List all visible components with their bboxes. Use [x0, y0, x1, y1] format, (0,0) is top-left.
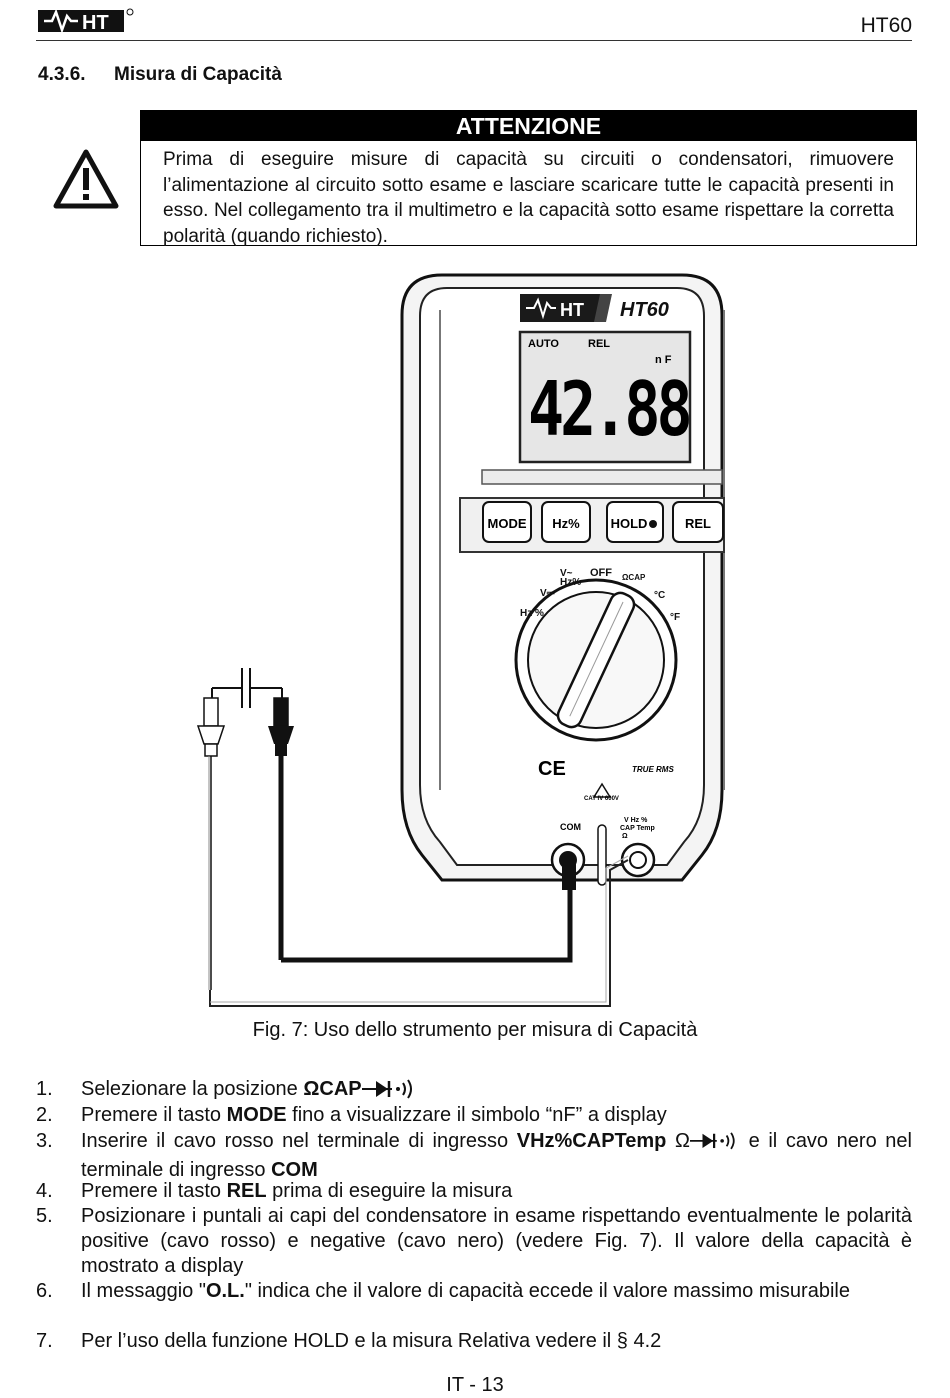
true-rms-label: TRUE RMS	[632, 765, 674, 774]
mode-button[interactable]: MODE	[482, 501, 532, 543]
step-text: fino a visualizzare il simbolo “nF” a di…	[286, 1104, 667, 1126]
step-6: 6. Il messaggio "O.L." indica che il val…	[36, 1279, 912, 1304]
step-bold: REL	[226, 1180, 267, 1202]
svg-text:Hz%: Hz%	[552, 516, 580, 531]
dial-off: OFF	[590, 567, 612, 579]
v-terminal[interactable]	[620, 842, 656, 878]
red-probe	[196, 697, 629, 1007]
terminal-v-line2: CAP Temp	[620, 825, 655, 832]
section-title: Misura di Capacità	[114, 64, 282, 85]
diode-buzzer-icon	[689, 1129, 740, 1158]
step-text: Il messaggio "	[81, 1280, 206, 1302]
step-5: 5. Posizionare i puntali ai capi del con…	[36, 1204, 912, 1279]
warning-box: ATTENZIONE Prima di eseguire misure di c…	[140, 110, 917, 247]
meter-brand: HT	[560, 300, 584, 320]
diode-buzzer-icon	[361, 1077, 418, 1106]
step-text: Premere il tasto	[81, 1104, 227, 1126]
step-bold: ΩCAP	[303, 1078, 362, 1100]
dial-hz-top: Hz%	[560, 577, 581, 588]
ce-mark: CE	[538, 758, 566, 780]
figure-caption: Fig. 7: Uso dello strumento per misura d…	[252, 1019, 698, 1041]
step-text: e il cavo nero nel terminale di ingresso	[81, 1130, 912, 1181]
dial-ohm-cap: ΩCAP	[622, 573, 646, 582]
multimeter-figure: HT HT60 AUTO REL n F 42.88 MODE Hz% HOLD…	[150, 270, 770, 1015]
lcd-unit: n F	[655, 354, 672, 366]
step-bold: VHz%CAPTemp	[516, 1130, 667, 1152]
dial-labels: OFF V~ Hz% V⎓ Hz % ΩCAP °C °F	[520, 567, 680, 623]
step-text: Selezionare la posizione	[81, 1078, 304, 1100]
step-bold: MODE	[226, 1104, 287, 1126]
step-number: 6.	[36, 1280, 53, 1302]
rotary-switch[interactable]	[514, 578, 678, 742]
lcd-value: 42.88	[528, 367, 689, 454]
step-bold: COM	[271, 1159, 318, 1181]
dial-v-ac: V~	[560, 568, 573, 579]
terminal-v-line1: V Hz %	[624, 817, 648, 824]
step-number: 4.	[36, 1180, 53, 1202]
dial-hz-left: Hz %	[520, 608, 544, 619]
step-text: Premere il tasto	[81, 1180, 227, 1202]
hold-button[interactable]: HOLD	[606, 501, 664, 543]
step-text: prima di eseguire la misura	[266, 1180, 513, 1202]
svg-text:MODE: MODE	[488, 516, 527, 531]
black-probe	[268, 697, 576, 963]
step-number: 5.	[36, 1205, 53, 1227]
center-slot	[597, 824, 607, 886]
lcd-display: AUTO REL n F 42.88	[481, 330, 723, 485]
cat-warning-icon	[592, 782, 612, 798]
lcd-rel: REL	[588, 338, 610, 350]
meter-model: HT60	[620, 299, 669, 321]
step-text: Posizionare i puntali ai capi del conden…	[81, 1205, 912, 1277]
step-7: 7. Per l’uso della funzione HOLD e la mi…	[36, 1329, 912, 1354]
logo-text: HT	[82, 12, 109, 34]
terminal-v-line3: Ω	[622, 833, 628, 840]
step-1: 1. Selezionare la posizione ΩCAP	[36, 1077, 912, 1106]
header-divider	[36, 40, 912, 41]
warning-triangle-icon	[52, 148, 120, 215]
warning-text: Prima di eseguire misure di capacità su …	[163, 149, 894, 247]
step-number: 1.	[36, 1078, 53, 1100]
svg-text:REL: REL	[685, 516, 711, 531]
capacitor-symbol	[211, 668, 283, 708]
hz-percent-button[interactable]: Hz%	[541, 501, 591, 543]
step-bold: O.L.	[205, 1280, 245, 1302]
step-symbol: Ω	[675, 1130, 690, 1152]
terminal-com-label: COM	[560, 822, 581, 832]
step-2: 2. Premere il tasto MODE fino a visualiz…	[36, 1103, 912, 1128]
step-text: Per l’uso della funzione HOLD e la misur…	[81, 1330, 662, 1352]
svg-text:HOLD: HOLD	[611, 516, 648, 531]
step-number: 3.	[36, 1130, 53, 1152]
page-number: IT - 13	[446, 1374, 504, 1396]
logo: HT	[38, 4, 138, 41]
step-4: 4. Premere il tasto REL prima di eseguir…	[36, 1179, 912, 1204]
doc-code: HT60	[860, 14, 912, 37]
step-3: 3. Inserire il cavo rosso nel terminale …	[36, 1129, 912, 1183]
meter-logo-strip: HT HT60	[520, 294, 669, 322]
dial-v-dc: V⎓	[540, 588, 555, 599]
button-bar: MODE Hz% HOLD REL	[459, 497, 725, 553]
section-number: 4.3.6.	[38, 64, 86, 85]
cat-rating: CAT IV 600V	[584, 796, 619, 802]
backlight-icon	[649, 520, 657, 528]
warning-title: ATTENZIONE	[141, 111, 916, 141]
step-number: 2.	[36, 1104, 53, 1126]
dial-fahrenheit: °F	[670, 612, 680, 623]
lcd-auto: AUTO	[528, 338, 559, 350]
rel-button[interactable]: REL	[672, 501, 724, 543]
step-number: 7.	[36, 1330, 53, 1352]
step-text: " indica che il valore di capacità ecced…	[244, 1280, 850, 1302]
section-heading: 4.3.6. Misura di Capacità	[38, 64, 282, 86]
dial-celsius: °C	[654, 590, 665, 601]
step-text: Inserire il cavo rosso nel terminale di …	[81, 1130, 517, 1152]
